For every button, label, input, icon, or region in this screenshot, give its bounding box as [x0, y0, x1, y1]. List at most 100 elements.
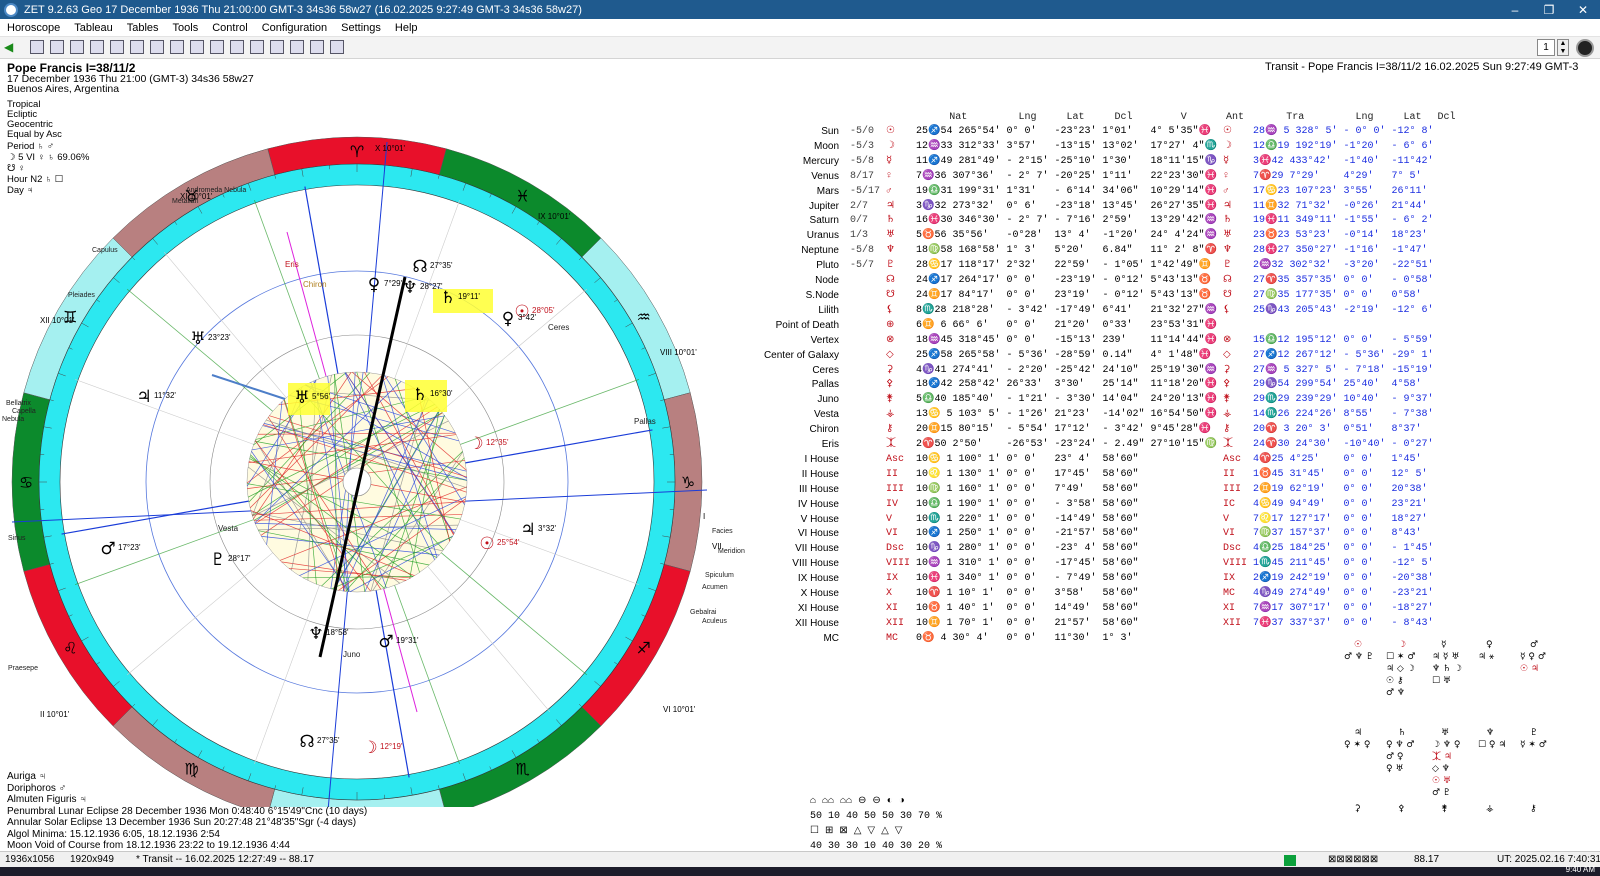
menu-tableau[interactable]: Tableau: [74, 21, 113, 34]
aspect-tool-icon[interactable]: [130, 40, 144, 54]
natal-planet-icon[interactable]: ☉: [479, 534, 494, 554]
list-tool-icon[interactable]: [250, 40, 264, 54]
table-row[interactable]: Moon-5/3☽12♒33 312°33'3°57'-13°15'13°02'…: [745, 140, 1457, 155]
cell-tra-lat: 0° 0': [1343, 603, 1374, 614]
transit-planet-icon[interactable]: ♂: [100, 539, 115, 559]
natal-planet-icon[interactable]: ♇: [210, 550, 225, 570]
table-row[interactable]: Sun-5/0☉25♐54 265°54'0° 0'-23°23'1°01'4°…: [745, 125, 1457, 140]
chart-tool-icon[interactable]: [90, 40, 104, 54]
grid-tool-icon[interactable]: [110, 40, 124, 54]
table-row[interactable]: S.Node☋24♊17 84°17'0° 0'23°19'- 0°12'5°4…: [745, 289, 1457, 304]
table-row[interactable]: Chiron⚷20♊15 80°15'- 5°54'17°12'- 3°42'9…: [745, 423, 1457, 438]
print-tool-icon[interactable]: [330, 40, 344, 54]
transit-tool-icon[interactable]: [150, 40, 164, 54]
table-row[interactable]: Mars-5/17♂19♎31 199°31'1°31'- 6°14'34'06…: [745, 185, 1457, 200]
settings-tool-icon[interactable]: [290, 40, 304, 54]
menu-tables[interactable]: Tables: [126, 21, 159, 34]
close-button[interactable]: ✕: [1577, 2, 1589, 17]
degree-tick: [49, 399, 54, 401]
menu-configuration[interactable]: Configuration: [261, 21, 328, 34]
cell-tra-lng: 17♋23 107°23': [1253, 185, 1338, 197]
transit-planet-icon[interactable]: ♄: [440, 288, 455, 308]
page-number-input[interactable]: 1: [1537, 39, 1555, 56]
wheel-tool-icon[interactable]: [70, 40, 84, 54]
transit-planet-icon[interactable]: ☊: [299, 732, 314, 752]
table-row[interactable]: Ceres⚳4♑41 274°41'- 2°20'-25°42'24'10"25…: [745, 364, 1457, 379]
spin-down-icon[interactable]: ▼: [1559, 48, 1567, 55]
cell-rating: -5/8: [850, 245, 875, 257]
cell-lat: - 5°36': [1006, 349, 1049, 361]
natal-planet-icon[interactable]: ♃: [136, 387, 151, 407]
horoscope-wheel[interactable]: ♈♓♒♑♐♏♎♍♌♋♊♉♅5°56'♄16°30'☽12°35'☉25°54'♆…: [0, 87, 745, 807]
map-tool-icon[interactable]: [230, 40, 244, 54]
table-row[interactable]: Neptune-5/8♆18♍58 168°58'1° 3'5°20'6.84"…: [745, 244, 1457, 259]
cell-lat: 0° 6': [1006, 200, 1037, 212]
table-row[interactable]: Juno⚵5♎40 185°40'- 1°21'- 3°30'14'04"24°…: [745, 393, 1457, 408]
nav-tool-icon[interactable]: [170, 40, 184, 54]
menu-control[interactable]: Control: [212, 21, 248, 34]
transit-planet-icon[interactable]: ☽: [362, 738, 377, 758]
frame-tool-icon[interactable]: [210, 40, 224, 54]
transit-planet-icon[interactable]: ♆: [402, 278, 417, 298]
back-arrow-icon[interactable]: ◀: [4, 40, 14, 54]
globe-icon[interactable]: [1576, 39, 1594, 57]
cell-lat: 0° 0': [1006, 334, 1037, 346]
transit-planet-icon[interactable]: ♀: [502, 309, 514, 329]
stars-tool-icon[interactable]: [270, 40, 284, 54]
table-row[interactable]: Node☊24♐17 264°17'0° 0'-23°19'- 0°12'5°4…: [745, 274, 1457, 289]
spin-up-icon[interactable]: ▲: [1559, 40, 1567, 47]
table-row[interactable]: Vesta⚶13♋ 5 103° 5'- 1°26'21°23'-14'02"1…: [745, 408, 1457, 423]
menu-tools[interactable]: Tools: [172, 21, 199, 34]
globe-tool-icon[interactable]: [50, 40, 64, 54]
status-buttons-icon[interactable]: ⊠⊠⊠⊠⊠⊠: [1328, 854, 1379, 865]
table-row[interactable]: Center of Galaxy◇25♐58 265°58'- 5°36'-28…: [745, 349, 1457, 364]
maximize-button[interactable]: ❐: [1543, 2, 1555, 17]
table-row[interactable]: Eris⯰2♈50 2°50'-26°53'-23°24'- 2.49"27°1…: [745, 438, 1457, 453]
transit-planet-icon[interactable]: ☊: [412, 257, 427, 277]
cell-dcl: - 7°16': [1054, 215, 1097, 227]
page-tool-icon[interactable]: [190, 40, 204, 54]
table-row[interactable]: Pallas⚴18♐42 258°42'26°33'3°30'25'14"11°…: [745, 378, 1457, 393]
natal-planet-icon[interactable]: ♅: [294, 388, 309, 408]
table-row[interactable]: Lilith⚸8♏28 218°28'- 3°42'-17°49'6°41'21…: [745, 304, 1457, 319]
table-row[interactable]: Point of Death⊕6♊ 6 66° 6'0° 0'21°20'0°3…: [745, 319, 1457, 334]
table-row[interactable]: Mercury-5/8☿11♐49 281°49'- 2°15'-25°10'1…: [745, 155, 1457, 170]
table-row[interactable]: Vertex⊗18♒45 318°45'0° 0'-15°13'239'11°1…: [745, 334, 1457, 349]
table-row[interactable]: Pluto-5/7♇28♋17 118°17'2°32'22°59'- 1°05…: [745, 259, 1457, 274]
natal-planet-icon[interactable]: ♃: [520, 520, 535, 540]
table-tool-icon[interactable]: [30, 40, 44, 54]
calc-tool-icon[interactable]: [310, 40, 324, 54]
natal-planet-icon[interactable]: ☽: [468, 434, 483, 454]
transit-planet-icon[interactable]: ☉: [514, 302, 529, 322]
cell-tra-lng: 14♏26 224°26': [1253, 409, 1338, 421]
natal-planet-icon[interactable]: ♂: [378, 632, 393, 652]
menu-settings[interactable]: Settings: [341, 21, 381, 34]
natal-planet-icon[interactable]: ♄: [412, 385, 427, 405]
menu-help[interactable]: Help: [394, 21, 418, 34]
cell-name: II House: [801, 468, 839, 480]
natal-planet-icon[interactable]: ♆: [308, 624, 323, 644]
minimize-button[interactable]: –: [1511, 2, 1519, 17]
transit-planet-icon[interactable]: ♀: [368, 275, 380, 295]
natal-planet-icon[interactable]: ♅: [190, 329, 205, 349]
cell-v: 1°01': [1102, 126, 1133, 137]
page-spinner[interactable]: ▲▼: [1557, 39, 1569, 56]
menu-horoscope[interactable]: Horoscope: [7, 21, 61, 34]
